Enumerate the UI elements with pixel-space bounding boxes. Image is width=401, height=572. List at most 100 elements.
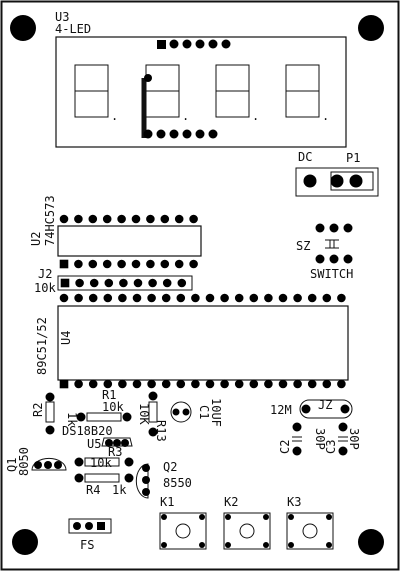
u4-pins-top: [59, 293, 346, 303]
u5-ds18b20: DS18B20 U5: [62, 424, 133, 451]
switch-label: SWITCH: [310, 267, 353, 281]
u4-89c51: 89C51/52 U4: [35, 293, 349, 389]
pin: [148, 278, 157, 288]
q2-type: 8550: [163, 476, 192, 490]
pin: [74, 293, 83, 303]
pin: [293, 379, 302, 389]
pin: [146, 259, 155, 269]
pin: [189, 214, 198, 224]
pin: [234, 293, 244, 303]
pin: [322, 293, 332, 303]
k1-label: K1: [160, 495, 174, 509]
pin: [278, 293, 288, 303]
pin: [322, 379, 332, 389]
pin: [117, 214, 126, 224]
pin: [131, 259, 141, 269]
r4-label: R4: [86, 483, 100, 497]
r2-resistor: R2 1k: [31, 392, 79, 435]
r1-value: 10k: [102, 400, 124, 414]
c1-label: C1: [197, 405, 211, 419]
c3-value: 30P: [347, 428, 361, 450]
pin: [337, 293, 346, 303]
seven-segment-digits: [74, 64, 320, 118]
display-outline: [55, 36, 347, 148]
pin: [249, 293, 259, 303]
r13-value: 10K: [137, 403, 151, 425]
mounting-hole-top-left: [10, 15, 36, 41]
pin: [88, 259, 98, 269]
u4-label: U4: [59, 331, 73, 345]
pin: [118, 379, 127, 389]
pin: [162, 278, 172, 288]
r2-label: R2: [31, 403, 45, 417]
j2-value: 10k: [34, 281, 56, 295]
pin: [205, 293, 215, 303]
decimal-point-1: .: [111, 109, 118, 123]
decimal-point-2: .: [182, 109, 189, 123]
pin: [234, 379, 244, 389]
pin: [104, 278, 114, 288]
pin: [174, 214, 184, 224]
pin: [307, 379, 317, 389]
xtal-freq: 12M: [270, 403, 292, 417]
u4-pins-bottom: [59, 379, 346, 389]
j2-resistor-network: J2 10k: [34, 267, 193, 295]
pin: [264, 379, 273, 389]
r3-label: R3: [108, 445, 122, 459]
pin: [337, 379, 346, 389]
q2-label: Q2: [163, 460, 177, 474]
pin: [160, 259, 170, 269]
sz-switch: SZ SWITCH: [296, 223, 353, 281]
pin: [147, 293, 156, 303]
pin: [103, 293, 113, 303]
c2-value: 30P: [313, 428, 327, 450]
r1-resistor: R1 10k: [76, 388, 132, 422]
pin: [176, 293, 186, 303]
u3-display: U3 4-LED . . . .: [55, 10, 347, 148]
r13-resistor: 10K R13: [137, 391, 168, 442]
pin: [264, 293, 273, 303]
pin: [189, 259, 198, 269]
dc-label: DC: [298, 150, 312, 164]
pin: [160, 214, 170, 224]
mounting-hole-top-right: [358, 15, 384, 41]
sz-label: SZ: [296, 239, 310, 253]
mcu-label: 89C51/52: [35, 317, 49, 375]
decimal-point-3: .: [252, 109, 259, 123]
pin: [131, 214, 141, 224]
pin: [132, 293, 142, 303]
pin: [205, 379, 215, 389]
u5-label: U5: [87, 437, 101, 451]
r4-value: 1k: [112, 483, 127, 497]
pin: [146, 214, 155, 224]
pin: [75, 278, 84, 288]
pin: [59, 379, 69, 389]
r4-resistor: R4 1k: [74, 473, 134, 497]
pin: [59, 293, 69, 303]
button-k3: K3: [286, 495, 334, 550]
u2-pins-top: [59, 214, 198, 224]
pin: [88, 293, 98, 303]
c2-label: C2: [278, 440, 292, 454]
j2-pins: [60, 278, 187, 288]
pin: [278, 379, 288, 389]
k3-label: K3: [287, 495, 301, 509]
hc573-label: 74HC573: [43, 195, 57, 246]
pin: [220, 379, 229, 389]
pin: [74, 259, 83, 269]
pin: [118, 293, 127, 303]
button-k1: K1: [159, 495, 207, 550]
pin: [102, 214, 112, 224]
c2-capacitor: C2 30P: [278, 422, 327, 456]
u2-74hc573: U2 74HC573: [29, 195, 202, 269]
pin: [293, 293, 302, 303]
q1-transistor: Q1 8050: [5, 447, 67, 476]
pin: [176, 379, 186, 389]
ds18b20-label: DS18B20: [62, 424, 113, 438]
j2-label: J2: [38, 267, 52, 281]
button-k2: K2: [223, 495, 271, 550]
display-pins: [143, 39, 231, 139]
q1-type: 8050: [17, 447, 31, 476]
u2-label: U2: [29, 232, 43, 246]
